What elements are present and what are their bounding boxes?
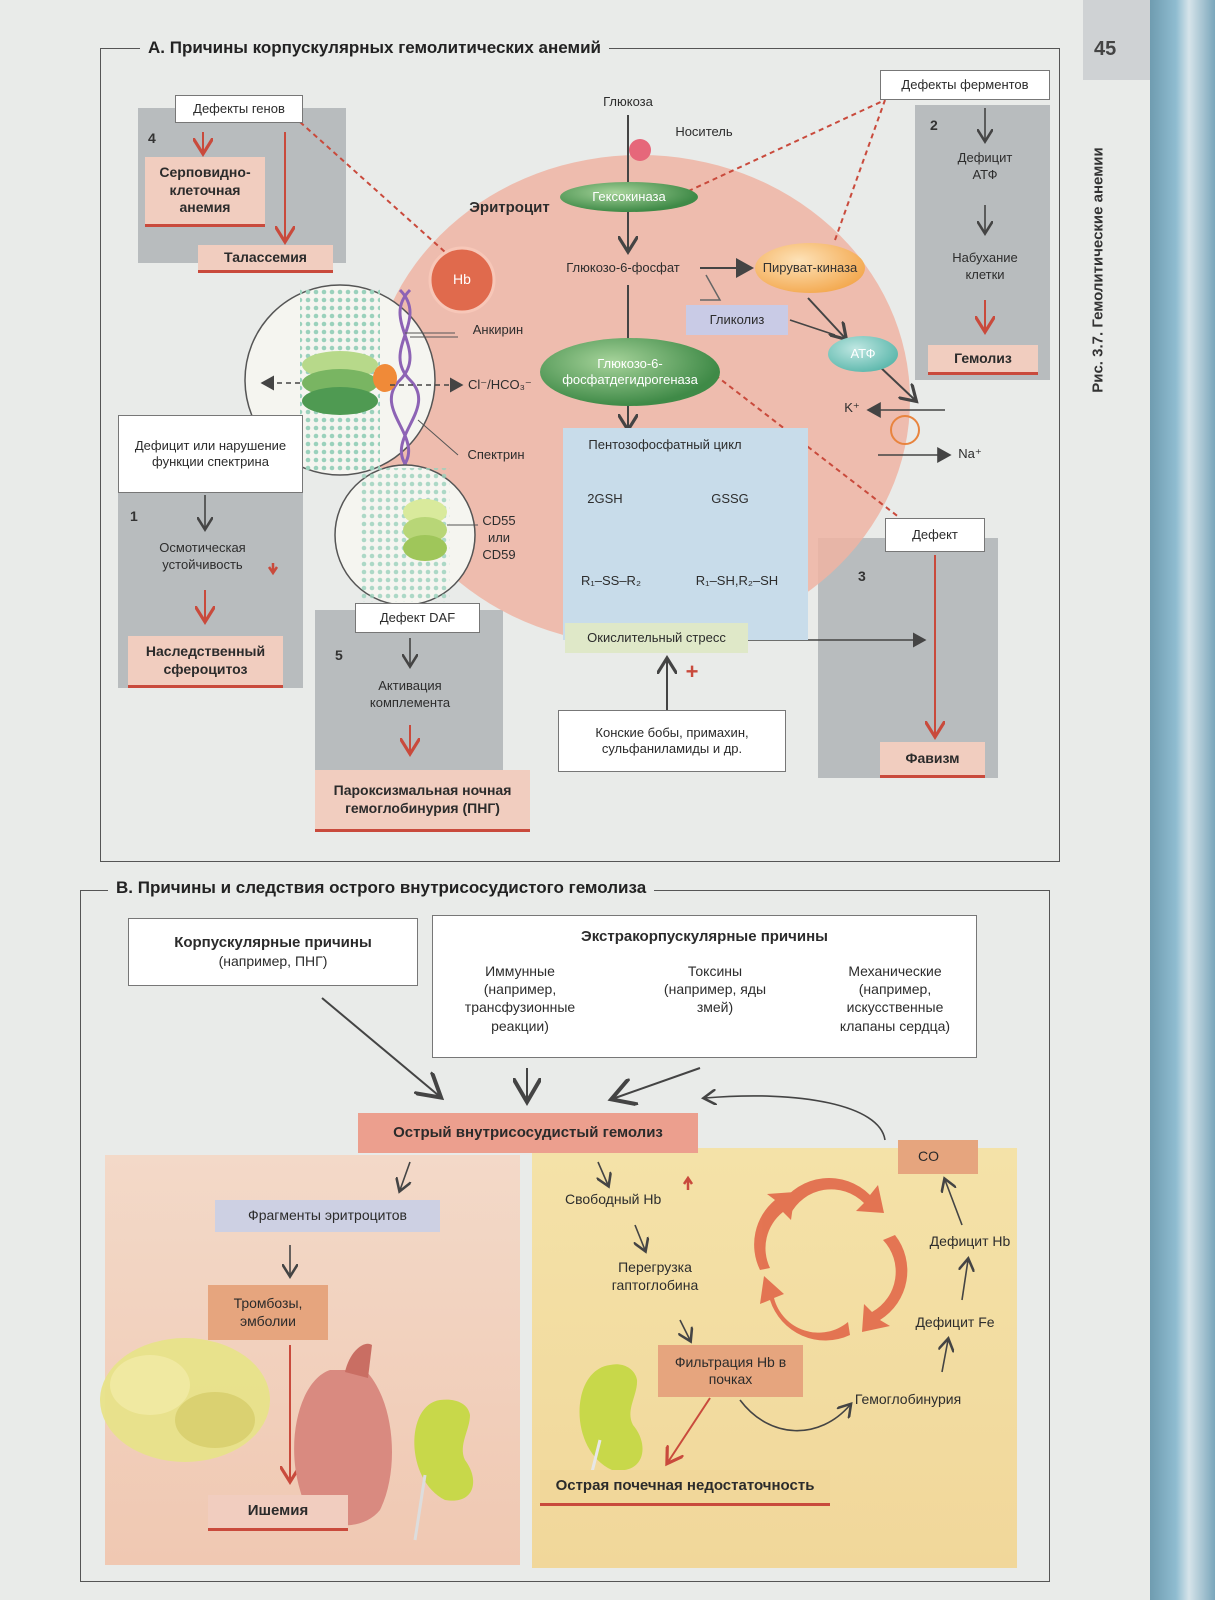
ppp-area (563, 428, 808, 640)
corpuscular-causes-box: Корпускулярные причины (например, ПНГ) (128, 918, 418, 986)
mechanical-causes: Механические (например, искусственные кл… (839, 963, 951, 1034)
daf-defect-box: Дефект DAF (355, 603, 480, 633)
hb-sphere (428, 246, 496, 314)
gssg-label: GSSG (711, 491, 749, 506)
acute-hemolysis-label: Острый внутрисосудистый гемолиз (358, 1113, 698, 1153)
heart-illustration (294, 1343, 392, 1526)
sodium-label: Na⁺ (958, 446, 982, 461)
atp-deficit: Дефицит АТФ (957, 150, 1013, 182)
complement-activation: Активация комплемента (369, 678, 451, 710)
favism-label: Фавизм (880, 742, 985, 778)
hb-label: Hb (453, 271, 471, 287)
cd55-protein (403, 499, 447, 525)
panel-number-3: 3 (858, 568, 866, 584)
thalassemia-label: Талассемия (198, 245, 333, 273)
thrombosis-box: Тромбозы, эмболии (208, 1285, 328, 1340)
corpuscular-title: Корпускулярные причины (174, 933, 372, 951)
g6p-label: Глюкозо-6-фосфат (566, 260, 680, 275)
hexokinase-enzyme: Гексокиназа (560, 182, 698, 212)
ischemia-label: Ишемия (208, 1495, 348, 1531)
ppp-label: Пентозофосфатный цикл (588, 437, 742, 452)
kidney-filtration-box: Фильтрация Hb в почках (658, 1345, 803, 1397)
carrier-label: Носитель (675, 124, 733, 139)
cell-swelling: Набухание клетки (952, 250, 1018, 282)
erythrocyte-label: Эритроцит (469, 199, 550, 216)
free-hb-label: Свободный Hb (565, 1191, 662, 1207)
oxidative-stress-box: Окислительный стресс (565, 623, 748, 653)
gene-defects-box: Дефекты генов (175, 95, 303, 123)
spectrin-label: Спектрин (467, 447, 525, 462)
vicious-cycle-arrows (754, 1178, 908, 1341)
section-b-title: В. Причины и следствия острого внутрисос… (108, 878, 655, 898)
toxin-causes: Токсины (например, яды змей) (663, 963, 767, 1016)
fe-deficit-label: Дефицит Fe (915, 1314, 995, 1330)
carrier-shape (629, 139, 651, 161)
spectrin-helix (398, 288, 421, 472)
g6pd-enzyme: Глюкозо-6-фосфатдегидрогеназа (540, 338, 720, 406)
rbc-fragments-box: Фрагменты эритроцитов (215, 1200, 440, 1232)
pyruvate-kinase-enzyme: Пируват-киназа (755, 243, 865, 293)
gsh-label: 2GSH (587, 491, 623, 506)
page-tab (1083, 0, 1150, 80)
co-box: CO (898, 1140, 978, 1174)
page-number: 45 (1094, 38, 1117, 60)
panel-3 (818, 538, 998, 778)
glycolysis-box: Гликолиз (686, 305, 788, 335)
panel-number-5: 5 (335, 647, 343, 663)
section-a-title: А. Причины корпускулярных гемолитических… (140, 38, 609, 58)
enzyme-defects-box: Дефекты ферментов (880, 70, 1050, 100)
anion-label: Cl⁻/HCO₃⁻ (468, 377, 532, 392)
corpuscular-example: (например, ПНГ) (218, 952, 328, 969)
defect-box: Дефект (885, 518, 985, 552)
panel-number-1: 1 (130, 508, 138, 524)
renal-failure-label: Острая почечная недостаточность (540, 1470, 830, 1506)
hb-deficit-label: Дефицит Hb (929, 1233, 1011, 1249)
atp-node: АТФ (828, 336, 898, 372)
pnh-label: Пароксизмальная ночная гемоглобинурия (П… (315, 770, 530, 832)
ankyrin-label: Анкирин (472, 322, 524, 337)
sickle-cell-label: Серповидно-клеточная анемия (145, 157, 265, 227)
background-fabric (1150, 0, 1215, 1600)
hemolysis-label: Гемолиз (928, 345, 1038, 375)
haptoglobin-overload: Перегрузка гаптоглобина (611, 1259, 699, 1294)
panel-number-2: 2 (930, 117, 938, 133)
panel-number-4: 4 (148, 130, 156, 146)
brain-illustration (100, 1338, 270, 1462)
ion-pump (890, 415, 920, 445)
oxidative-plus: + (685, 659, 699, 684)
immune-causes: Иммунные (например, трансфузионные реакц… (464, 963, 576, 1034)
rss-label: R₁–SS–R₂ (580, 573, 641, 588)
glucose-label: Глюкоза (603, 94, 653, 109)
hemoglobinuria-label: Гемоглобинурия (854, 1391, 962, 1407)
extracorpuscular-title: Экстракорпускулярные причины (581, 928, 828, 945)
potassium-label: K⁺ (844, 400, 860, 415)
spectrin-deficit-box: Дефицит или нарушение функции спектрина (118, 415, 303, 493)
triggers-box: Конские бобы, примахин, сульфаниламиды и… (558, 710, 786, 772)
rsh-label: R₁–SH,R₂–SH (695, 573, 779, 588)
kidney-illustration-left (413, 1399, 474, 1541)
extracorpuscular-box: Экстракорпускулярные причины (432, 915, 977, 1058)
hereditary-spherocytosis-label: Наследственный сфероцитоз (128, 636, 283, 688)
osmotic-resistance: Осмотическая устойчивость (159, 540, 246, 572)
cd55-label: CD55 или CD59 (482, 513, 516, 562)
